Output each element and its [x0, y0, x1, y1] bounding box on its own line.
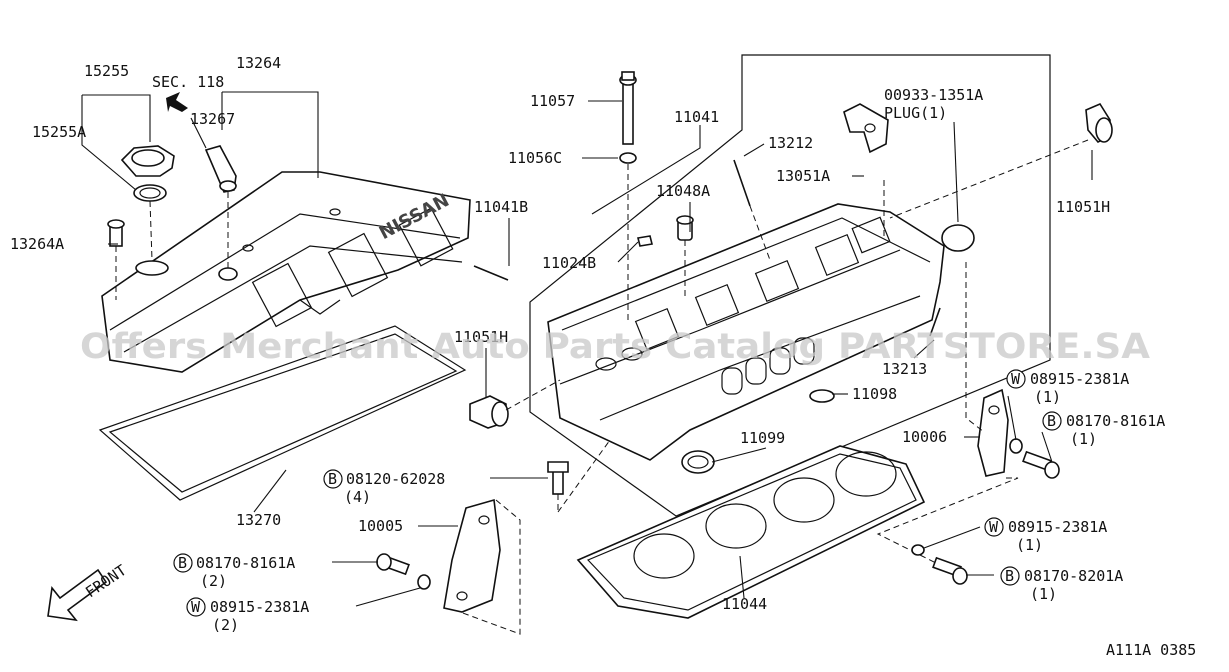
diagram-code: A111A 0385	[1106, 641, 1196, 659]
label-08120-qty: (4)	[344, 488, 371, 506]
label-08915-right-1-qty: (1)	[1034, 388, 1061, 406]
label-13212: 13212	[768, 134, 813, 152]
circled-b-08170-8201: B	[1000, 566, 1020, 586]
label-plug: PLUG(1)	[884, 104, 947, 122]
stud-13212[interactable]	[733, 159, 751, 207]
head-bolt-11057[interactable]	[619, 71, 637, 145]
svg-text:B: B	[328, 470, 337, 488]
pcv-valve[interactable]	[204, 145, 237, 193]
circled-w-08915-left: W	[186, 597, 206, 617]
gasket-11098[interactable]	[809, 389, 835, 403]
washer-08915-right-2[interactable]	[911, 544, 925, 556]
svg-text:B: B	[1047, 412, 1056, 430]
label-11041: 11041	[674, 108, 719, 126]
label-sec118: SEC. 118	[152, 73, 224, 91]
label-08915-left-qty: (2)	[212, 616, 239, 634]
label-11099: 11099	[740, 429, 785, 447]
svg-text:W: W	[1011, 370, 1021, 388]
plug-11048a[interactable]	[676, 215, 694, 241]
stud-11041b[interactable]	[473, 265, 509, 281]
bolt-08170-8161a-right[interactable]	[1022, 450, 1060, 479]
bolt-08170-8201a[interactable]	[932, 556, 968, 585]
bracket-10006[interactable]	[977, 388, 1009, 477]
filler-seal[interactable]	[135, 260, 169, 276]
svg-text:W: W	[989, 518, 999, 536]
label-13264: 13264	[236, 54, 281, 72]
label-11056c: 11056C	[508, 149, 562, 167]
circled-b-08170-left: B	[173, 553, 193, 573]
svg-text:B: B	[178, 554, 187, 572]
bolt-08170-8161a-left[interactable]	[376, 553, 410, 576]
circled-w-08915-right-2: W	[984, 517, 1004, 537]
label-15255: 15255	[84, 62, 129, 80]
label-11041b: 11041B	[474, 198, 528, 216]
label-15255a: 15255A	[32, 123, 86, 141]
label-11044: 11044	[722, 595, 767, 613]
guide-11051h-left[interactable]	[469, 395, 509, 429]
washer-08915-right-1[interactable]	[1009, 438, 1023, 454]
label-11051h-left: 11051H	[454, 328, 508, 346]
head-bolt-08120[interactable]	[547, 461, 569, 495]
watermark: Offers Merchant Auto Parts Catalog PARTS…	[80, 327, 1150, 367]
label-08915-right-2-qty: (1)	[1016, 536, 1043, 554]
seal-11099[interactable]	[681, 450, 715, 474]
label-11098: 11098	[852, 385, 897, 403]
label-08170-8201a: 08170-8201A	[1024, 567, 1123, 585]
bracket-10005[interactable]	[443, 498, 501, 613]
sec118-arrow-icon	[166, 92, 188, 112]
rocker-cover[interactable]	[101, 171, 471, 373]
label-08915-2381a-right-1: 08915-2381A	[1030, 370, 1129, 388]
svg-text:B: B	[1005, 567, 1014, 585]
front-arrow-icon	[47, 568, 108, 622]
label-13270: 13270	[236, 511, 281, 529]
oil-filler-bolt[interactable]	[107, 219, 125, 247]
pcv-grommet[interactable]	[218, 267, 238, 281]
washer-08915-left[interactable]	[417, 574, 431, 590]
label-08915-2381a-left: 08915-2381A	[210, 598, 309, 616]
label-08170-8161a-right-qty: (1)	[1070, 430, 1097, 448]
label-13213: 13213	[882, 360, 927, 378]
label-13264a: 13264A	[10, 235, 64, 253]
label-08170-8161a-right: 08170-8161A	[1066, 412, 1165, 430]
label-08170-8161a-left: 08170-8161A	[196, 554, 295, 572]
washer-11056c[interactable]	[619, 152, 637, 164]
label-11057: 11057	[530, 92, 575, 110]
label-10005: 10005	[358, 517, 403, 535]
label-11048a: 11048A	[656, 182, 710, 200]
label-11024b: 11024B	[542, 254, 596, 272]
circled-w-08915-right-1: W	[1006, 369, 1026, 389]
dowel-11024b[interactable]	[637, 235, 653, 247]
label-00933-1351a: 00933-1351A	[884, 86, 983, 104]
plug-00933[interactable]	[941, 224, 975, 252]
front-label: FRONT	[82, 561, 130, 601]
label-08915-2381a-right-2: 08915-2381A	[1008, 518, 1107, 536]
guide-11051h-right[interactable]	[1085, 102, 1113, 143]
svg-text:W: W	[191, 598, 201, 616]
rocker-cover-gasket[interactable]	[98, 325, 467, 501]
label-10006: 10006	[902, 428, 947, 446]
cylinder-head[interactable]	[547, 203, 945, 461]
label-08170-8201a-qty: (1)	[1030, 585, 1057, 603]
stud-13213[interactable]	[929, 307, 941, 337]
head-gasket-11044[interactable]	[576, 445, 926, 619]
label-08120-62028: 08120-62028	[346, 470, 445, 488]
label-13051a: 13051A	[776, 167, 830, 185]
label-08170-8161a-left-qty: (2)	[200, 572, 227, 590]
lifting-bracket-13051a[interactable]	[843, 103, 889, 154]
oil-filler-cap[interactable]	[120, 145, 175, 177]
label-13267: 13267	[190, 110, 235, 128]
head-bounding-box	[529, 54, 1051, 517]
label-11051h-right: 11051H	[1056, 198, 1110, 216]
circled-b-08120: B	[323, 469, 343, 489]
circled-b-08170-right: B	[1042, 411, 1062, 431]
